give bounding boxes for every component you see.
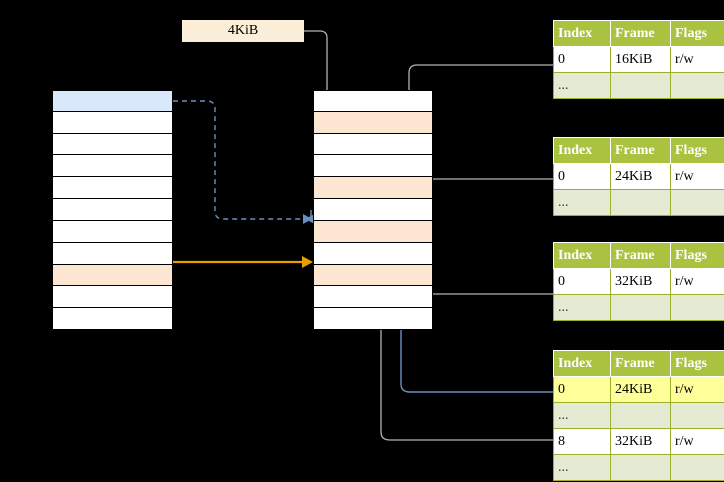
frame-row-8: [313, 264, 433, 287]
vaddr-row-1: [52, 111, 173, 134]
page-table-4-r3-c2: [670, 454, 724, 481]
page-table-2-r0-c1: 24KiB: [610, 163, 671, 190]
table-row: ...: [553, 189, 724, 216]
vaddr-row-5: [52, 199, 173, 221]
page-table-3-r1-c1: [610, 294, 671, 321]
page-table-2-r1-c2: [670, 189, 724, 216]
table-row: ...: [553, 72, 724, 99]
frame-row-7: [313, 242, 433, 265]
page-table-1-r0-c1: 16KiB: [610, 46, 671, 73]
wire-vaddr-to-frame-solid: [173, 256, 313, 268]
page-table-1-r0-c2: r/w: [670, 46, 724, 73]
frame-row-5: [313, 199, 433, 221]
page-table-1-header-frame: Frame: [610, 20, 671, 47]
physical-memory-stack: [313, 90, 433, 330]
wire-table3-to-frame: [416, 264, 553, 295]
page-table-1-r1-c2: [670, 72, 724, 99]
page-size-label: 4KiB: [182, 20, 304, 42]
vaddr-row-9: [52, 286, 173, 309]
page-table-4-header-frame: Frame: [610, 350, 671, 377]
vaddr-row-0: [52, 90, 173, 112]
frame-row-6: [313, 220, 433, 243]
page-table-2-r1-c1: [610, 189, 671, 216]
table-row: ...: [553, 402, 724, 429]
frame-row-4: [313, 177, 433, 200]
page-table-4-r1-c0: ...: [553, 402, 611, 429]
page-table-1-r1-c0: ...: [553, 72, 611, 99]
virtual-address-space-stack: [52, 90, 173, 330]
page-table-4-r0-c1: 24KiB: [610, 376, 671, 403]
page-table-1-r0-c0: 0: [553, 46, 611, 73]
page-table-1-r1-c1: [610, 72, 671, 99]
page-table-3-r0-c1: 32KiB: [610, 268, 671, 295]
page-table-4-r0-c0: 0: [553, 376, 611, 403]
page-table-3-r0-c2: r/w: [670, 268, 724, 295]
table-row: ...: [553, 454, 724, 481]
wire-table2-to-frame: [416, 178, 553, 224]
page-table-4-r1-c2: [670, 402, 724, 429]
page-table-4-r2-c1: 32KiB: [610, 428, 671, 455]
page-table-4-header-index: Index: [553, 350, 611, 377]
table-row: ...: [553, 294, 724, 321]
page-table-3-header-flags: Flags: [670, 242, 724, 269]
page-table-2-header-index: Index: [553, 137, 611, 164]
page-table-4-r2-c2: r/w: [670, 428, 724, 455]
vaddr-row-6: [52, 220, 173, 243]
page-table-2-r1-c0: ...: [553, 189, 611, 216]
page-table-4-r0-c2: r/w: [670, 376, 724, 403]
frame-row-2: [313, 133, 433, 156]
wire-vaddr-to-frame-dashed: [173, 100, 317, 226]
page-table-2-header-flags: Flags: [670, 137, 724, 164]
page-table-2-r0-c2: r/w: [670, 163, 724, 190]
vaddr-row-8: [52, 264, 173, 287]
page-table-2-r0-c0: 0: [553, 163, 611, 190]
page-table-1-header-flags: Flags: [670, 20, 724, 47]
page-table-3-header-frame: Frame: [610, 242, 671, 269]
frame-row-10: [313, 308, 433, 330]
page-table-4-r2-c0: 8: [553, 428, 611, 455]
page-table-2-header-frame: Frame: [610, 137, 671, 164]
page-table-3-r0-c0: 0: [553, 268, 611, 295]
page-table-4-r3-c0: ...: [553, 454, 611, 481]
vaddr-row-2: [52, 133, 173, 156]
vaddr-row-7: [52, 242, 173, 265]
vaddr-row-4: [52, 177, 173, 200]
page-table-3-r1-c0: ...: [553, 294, 611, 321]
page-table-3-r1-c2: [670, 294, 724, 321]
page-table-3-header-index: Index: [553, 242, 611, 269]
frame-row-9: [313, 286, 433, 309]
vaddr-row-10: [52, 308, 173, 330]
frame-row-0: [313, 90, 433, 112]
page-size-text: 4KiB: [227, 23, 259, 38]
page-table-4-r3-c1: [610, 454, 671, 481]
frame-row-1: [313, 111, 433, 134]
page-table-4-header-flags: Flags: [670, 350, 724, 377]
page-table-1-header-index: Index: [553, 20, 611, 47]
vaddr-row-3: [52, 155, 173, 178]
frame-row-3: [313, 155, 433, 178]
page-table-4-r1-c1: [610, 402, 671, 429]
